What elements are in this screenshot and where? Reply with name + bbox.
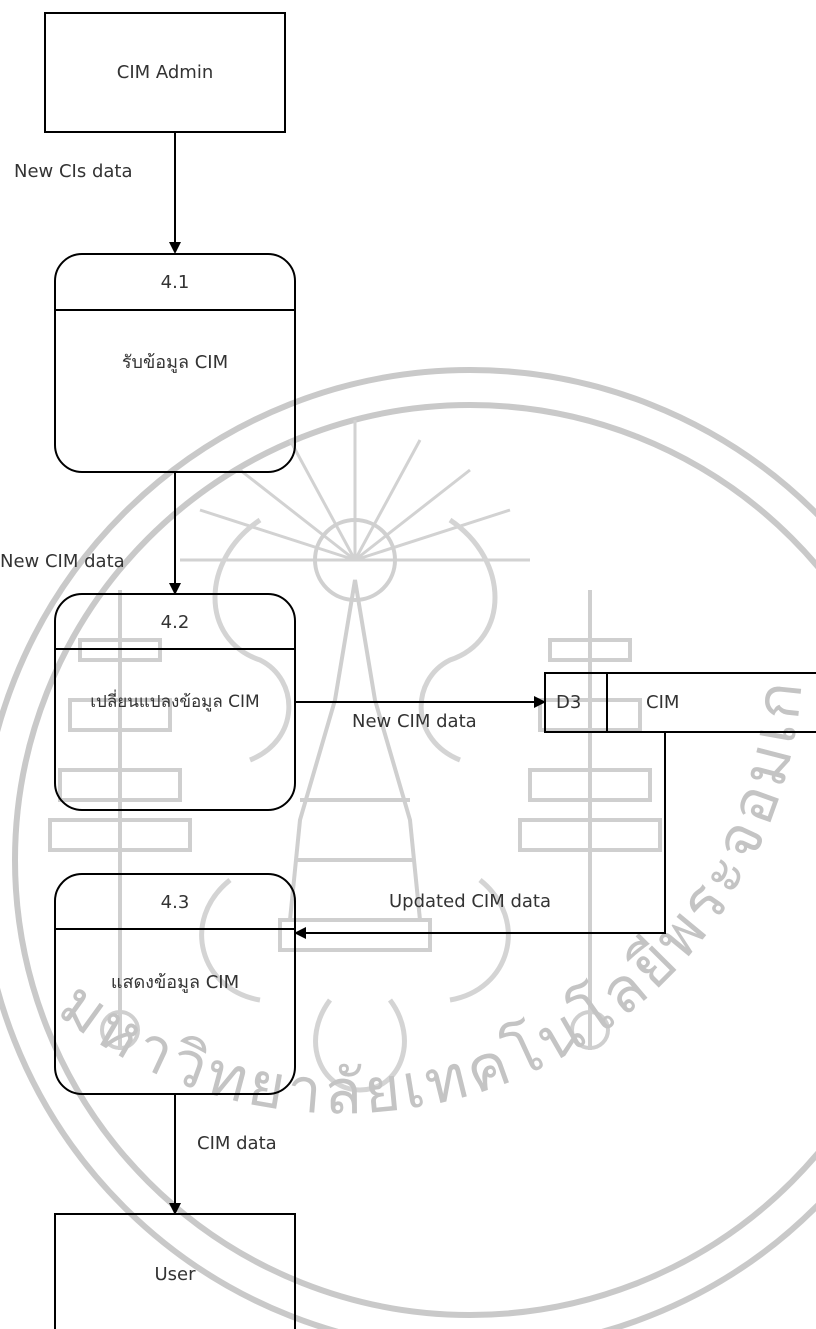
sun-rays (180, 420, 530, 562)
process-4-2: 4.2 เปลี่ยนแปลงข้อมูล CIM (54, 593, 296, 811)
datastore-d3-name: CIM (646, 692, 680, 713)
process-4-1-divider (56, 309, 294, 311)
flow-label-41-to-42: New CIM data (0, 551, 125, 572)
flow-d3-to-43 (294, 733, 666, 939)
process-4-2-label: เปลี่ยนแปลงข้อมูล CIM (90, 692, 260, 712)
left-umbrella-emblem (48, 590, 192, 1050)
process-4-2-divider (56, 648, 294, 650)
entity-cim-admin: CIM Admin (44, 12, 286, 133)
process-4-2-id: 4.2 (160, 612, 190, 633)
process-4-3-label: แสดงข้อมูล CIM (110, 972, 240, 993)
entity-user: User (54, 1213, 296, 1329)
process-4-3-id: 4.3 (160, 892, 190, 913)
process-4-3: 4.3 แสดงข้อมูล CIM (54, 873, 296, 1095)
flow-label-admin-to-41: New CIs data (14, 161, 133, 182)
flow-label-43-to-user: CIM data (197, 1133, 277, 1154)
datastore-d3-separator (606, 674, 608, 731)
ornament-swirls (199, 517, 511, 1093)
process-4-3-divider (56, 928, 294, 930)
datastore-d3-id: D3 (556, 692, 582, 713)
process-4-1: 4.1 รับข้อมูล CIM (54, 253, 296, 473)
datastore-d3: D3 CIM (544, 672, 816, 733)
entity-user-label: User (154, 1264, 196, 1285)
entity-cim-admin-label: CIM Admin (116, 62, 214, 83)
process-4-1-id: 4.1 (160, 272, 190, 293)
flow-label-42-to-d3: New CIM data (352, 711, 477, 732)
crown-emblem (278, 579, 432, 952)
flow-label-d3-to-43: Updated CIM data (389, 891, 552, 912)
process-4-1-label: รับข้อมูล CIM (121, 352, 229, 373)
